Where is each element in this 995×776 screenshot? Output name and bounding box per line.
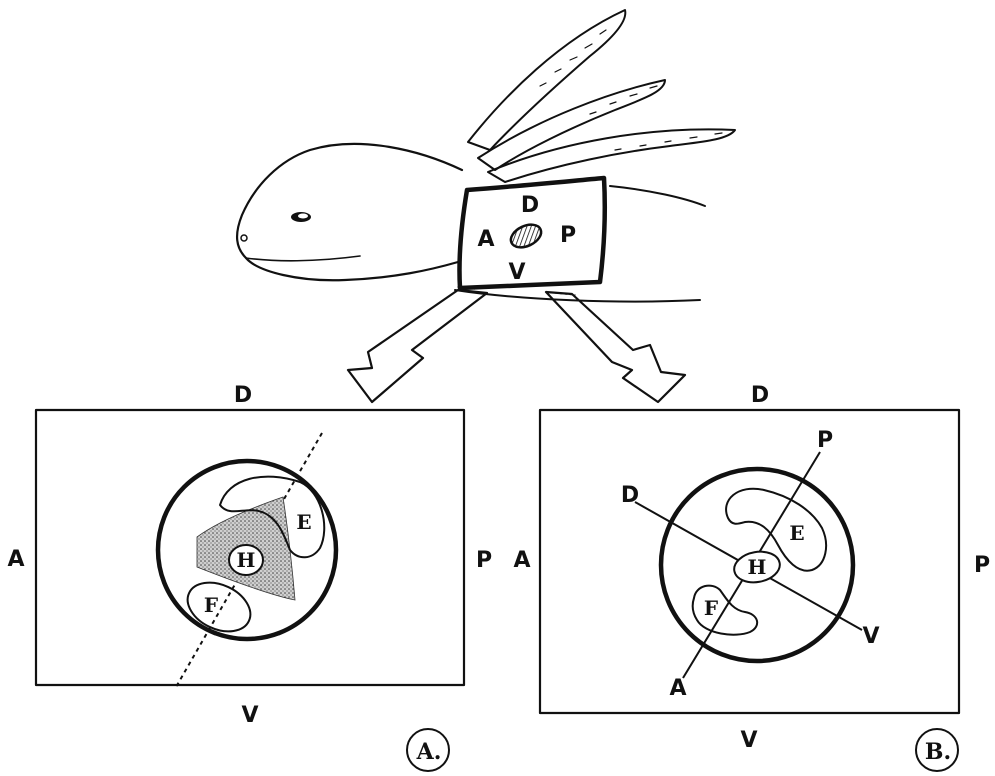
- panel-b-axis-label-anterior: A: [669, 676, 686, 701]
- panel-a-tag-circle: [406, 728, 450, 772]
- panel-b-region-h: [733, 550, 781, 584]
- top-label-ventral: V: [508, 260, 525, 285]
- top-label-anterior: A: [477, 227, 494, 252]
- panel-a-region-e-label: E: [296, 510, 311, 534]
- panel-b-region-e-label: E: [789, 521, 804, 545]
- panel-b-frame: [538, 408, 961, 715]
- panel-a-frame: [34, 408, 466, 687]
- arrows: [346, 288, 687, 404]
- panel-b-label-anterior: A: [513, 548, 530, 573]
- panel-b-label-posterior: P: [974, 553, 990, 578]
- panel-a-region-f-label: F: [204, 593, 218, 617]
- panel-a-label-posterior: P: [476, 548, 492, 573]
- panel-a-region-e: [219, 475, 326, 559]
- panel-b-disc: [658, 466, 856, 664]
- nostril: [240, 234, 248, 242]
- head-outline: [236, 142, 464, 282]
- top-schematic: D V A P: [457, 175, 608, 291]
- top-label-dorsal: D: [521, 193, 539, 218]
- panel-b: D V A P E H F D V A P B.: [513, 383, 990, 772]
- panel-b-label-dorsal: D: [751, 383, 769, 408]
- limb-bud: [509, 223, 543, 249]
- arrow-left: [346, 288, 489, 404]
- mouth-line: [245, 255, 361, 262]
- gill-middle: [477, 79, 666, 171]
- panel-b-region-h-label: H: [748, 555, 767, 579]
- panel-a-label-dorsal: D: [234, 383, 252, 408]
- gill-lower: [487, 128, 736, 183]
- panel-a-region-h-label: H: [237, 548, 256, 572]
- axolotl-illustration: [236, 9, 736, 303]
- panel-b-axis-label-dorsal: D: [621, 483, 639, 508]
- panel-b-axis-label-posterior: P: [817, 428, 833, 453]
- panel-b-tag: B.: [925, 739, 951, 765]
- panel-a-disc: [155, 458, 339, 642]
- top-label-posterior: P: [560, 223, 576, 248]
- gill-upper: [467, 9, 627, 151]
- panel-a-region-h: [228, 544, 264, 576]
- panel-b-axis-label-ventral: V: [862, 624, 879, 649]
- panel-a-label-anterior: A: [7, 547, 24, 572]
- panel-b-region-f: [691, 584, 759, 636]
- panel-a-region-f: [186, 581, 252, 633]
- panel-b-tag-circle: [915, 728, 959, 772]
- panel-b-region-e: [725, 487, 828, 572]
- panel-b-region-f-label: F: [704, 596, 718, 620]
- skin-flap: [457, 175, 608, 291]
- body-back: [609, 185, 706, 207]
- arrow-right: [544, 290, 687, 404]
- panel-a-label-ventral: V: [241, 703, 258, 728]
- panel-b-label-ventral: V: [740, 728, 757, 753]
- panel-a-tag: A.: [416, 739, 442, 765]
- panel-a: D V A P E H F A.: [7, 383, 492, 772]
